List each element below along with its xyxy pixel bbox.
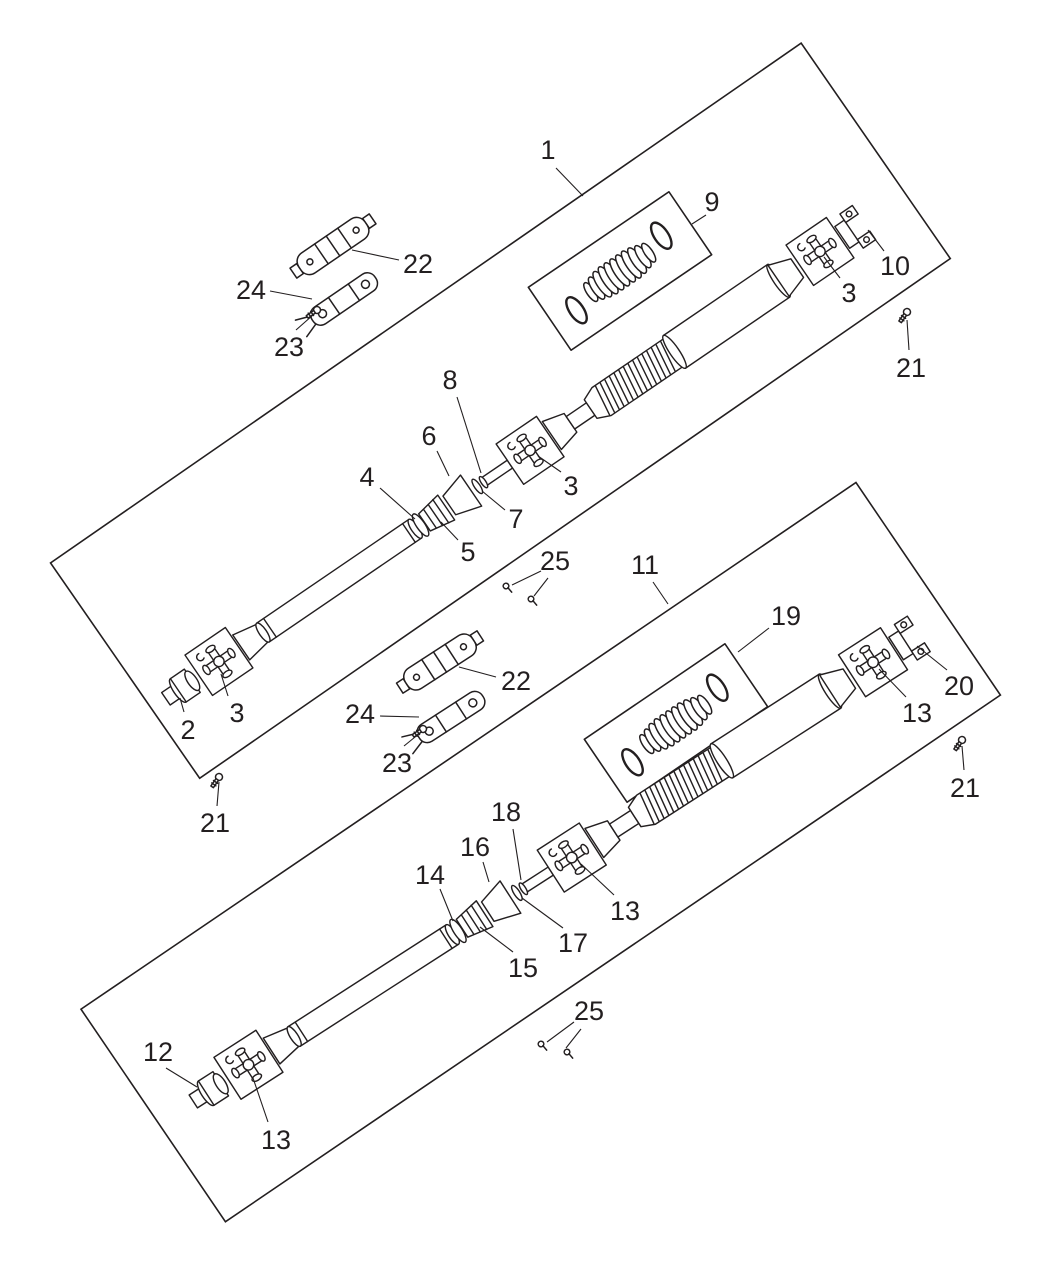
callout-label-24: 24 (345, 699, 375, 729)
callout-leader-21 (216, 781, 220, 807)
callout-leader-15 (479, 926, 514, 953)
callout-label-12: 12 (143, 1037, 173, 1067)
callout-leader-13 (878, 668, 907, 698)
callout-label-21: 21 (896, 353, 926, 383)
callout-leader-2 (179, 697, 185, 713)
callout-leader-18 (512, 828, 522, 881)
callout-leader-13 (580, 863, 615, 896)
mount-strap-front (285, 208, 381, 284)
callout-label-20: 20 (944, 671, 974, 701)
callout-label-13: 13 (902, 698, 932, 728)
callout-label-3: 3 (229, 698, 244, 728)
callout-leader-1 (555, 167, 584, 197)
callout-label-18: 18 (491, 797, 521, 827)
callout-leader-16 (482, 861, 490, 883)
mount-bracket-front (294, 268, 382, 338)
callout-leader-22 (351, 249, 400, 261)
callout-leader-25 (511, 570, 542, 586)
callout-leader-8 (456, 396, 482, 474)
callout-leader-3 (537, 455, 562, 473)
callout-label-23: 23 (382, 748, 412, 778)
mount-strap-rear (392, 625, 488, 699)
callout-label-1: 1 (540, 135, 555, 165)
callout-label-11: 11 (631, 550, 659, 580)
front-driveshaft-outline-box (49, 42, 952, 780)
callout-leader-10 (867, 229, 885, 252)
callout-label-3: 3 (563, 471, 578, 501)
callout-label-22: 22 (501, 666, 531, 696)
callout-leader-7 (481, 490, 506, 511)
callout-leader-20 (916, 645, 948, 671)
callout-leader-14 (439, 888, 454, 922)
callout-leader-21 (961, 745, 965, 771)
callout-leader-11 (652, 581, 669, 605)
callout-leader-23 (403, 732, 421, 747)
callout-leader-5 (440, 521, 459, 541)
callout-leader-9 (691, 214, 707, 225)
callout-leader-25 (533, 577, 549, 597)
callout-label-24: 24 (236, 275, 266, 305)
callout-leader-4 (379, 487, 416, 520)
callout-label-10: 10 (880, 251, 910, 281)
callout-label-21: 21 (200, 808, 230, 838)
flange-bolt-front-left (208, 771, 225, 790)
callout-label-3: 3 (841, 278, 856, 308)
callout-label-13: 13 (261, 1125, 291, 1155)
callout-leader-21 (906, 319, 910, 351)
flange-bolt-front-right (896, 306, 913, 325)
callout-label-9: 9 (704, 187, 719, 217)
callout-leader-3 (823, 256, 841, 279)
callout-leader-25 (565, 1028, 582, 1049)
balance-screw-front-a (501, 581, 516, 594)
callout-label-19: 19 (771, 601, 801, 631)
callout-label-23: 23 (274, 332, 304, 362)
callout-leader-17 (521, 897, 564, 929)
callout-leader-3 (220, 673, 229, 697)
callout-label-17: 17 (558, 928, 588, 958)
callout-leader-25 (546, 1021, 575, 1043)
callout-leader-6 (436, 450, 450, 477)
callout-leader-19 (737, 627, 770, 653)
callout-label-22: 22 (403, 249, 433, 279)
callout-label-2: 2 (180, 715, 195, 745)
flange-bolt-rear-right (951, 734, 968, 753)
callout-label-15: 15 (508, 953, 538, 983)
callout-label-16: 16 (460, 832, 490, 862)
callout-label-6: 6 (421, 421, 436, 451)
balance-screw-rear-b (562, 1047, 577, 1060)
callout-leader-22 (458, 666, 497, 678)
callout-label-14: 14 (415, 860, 445, 890)
callout-label-5: 5 (460, 537, 475, 567)
callout-label-13: 13 (610, 896, 640, 926)
callout-label-25: 25 (540, 546, 570, 576)
callout-label-4: 4 (359, 462, 374, 492)
callout-leader-12 (165, 1067, 198, 1088)
balance-screw-front-b (526, 594, 541, 607)
callout-label-25: 25 (574, 996, 604, 1026)
callout-leader-24 (269, 290, 313, 300)
callout-label-7: 7 (508, 504, 523, 534)
callout-leader-24 (379, 715, 420, 718)
callout-label-8: 8 (442, 365, 457, 395)
callout-leader-13 (252, 1077, 269, 1123)
callout-leader-23 (295, 314, 314, 331)
callout-label-21: 21 (950, 773, 980, 803)
